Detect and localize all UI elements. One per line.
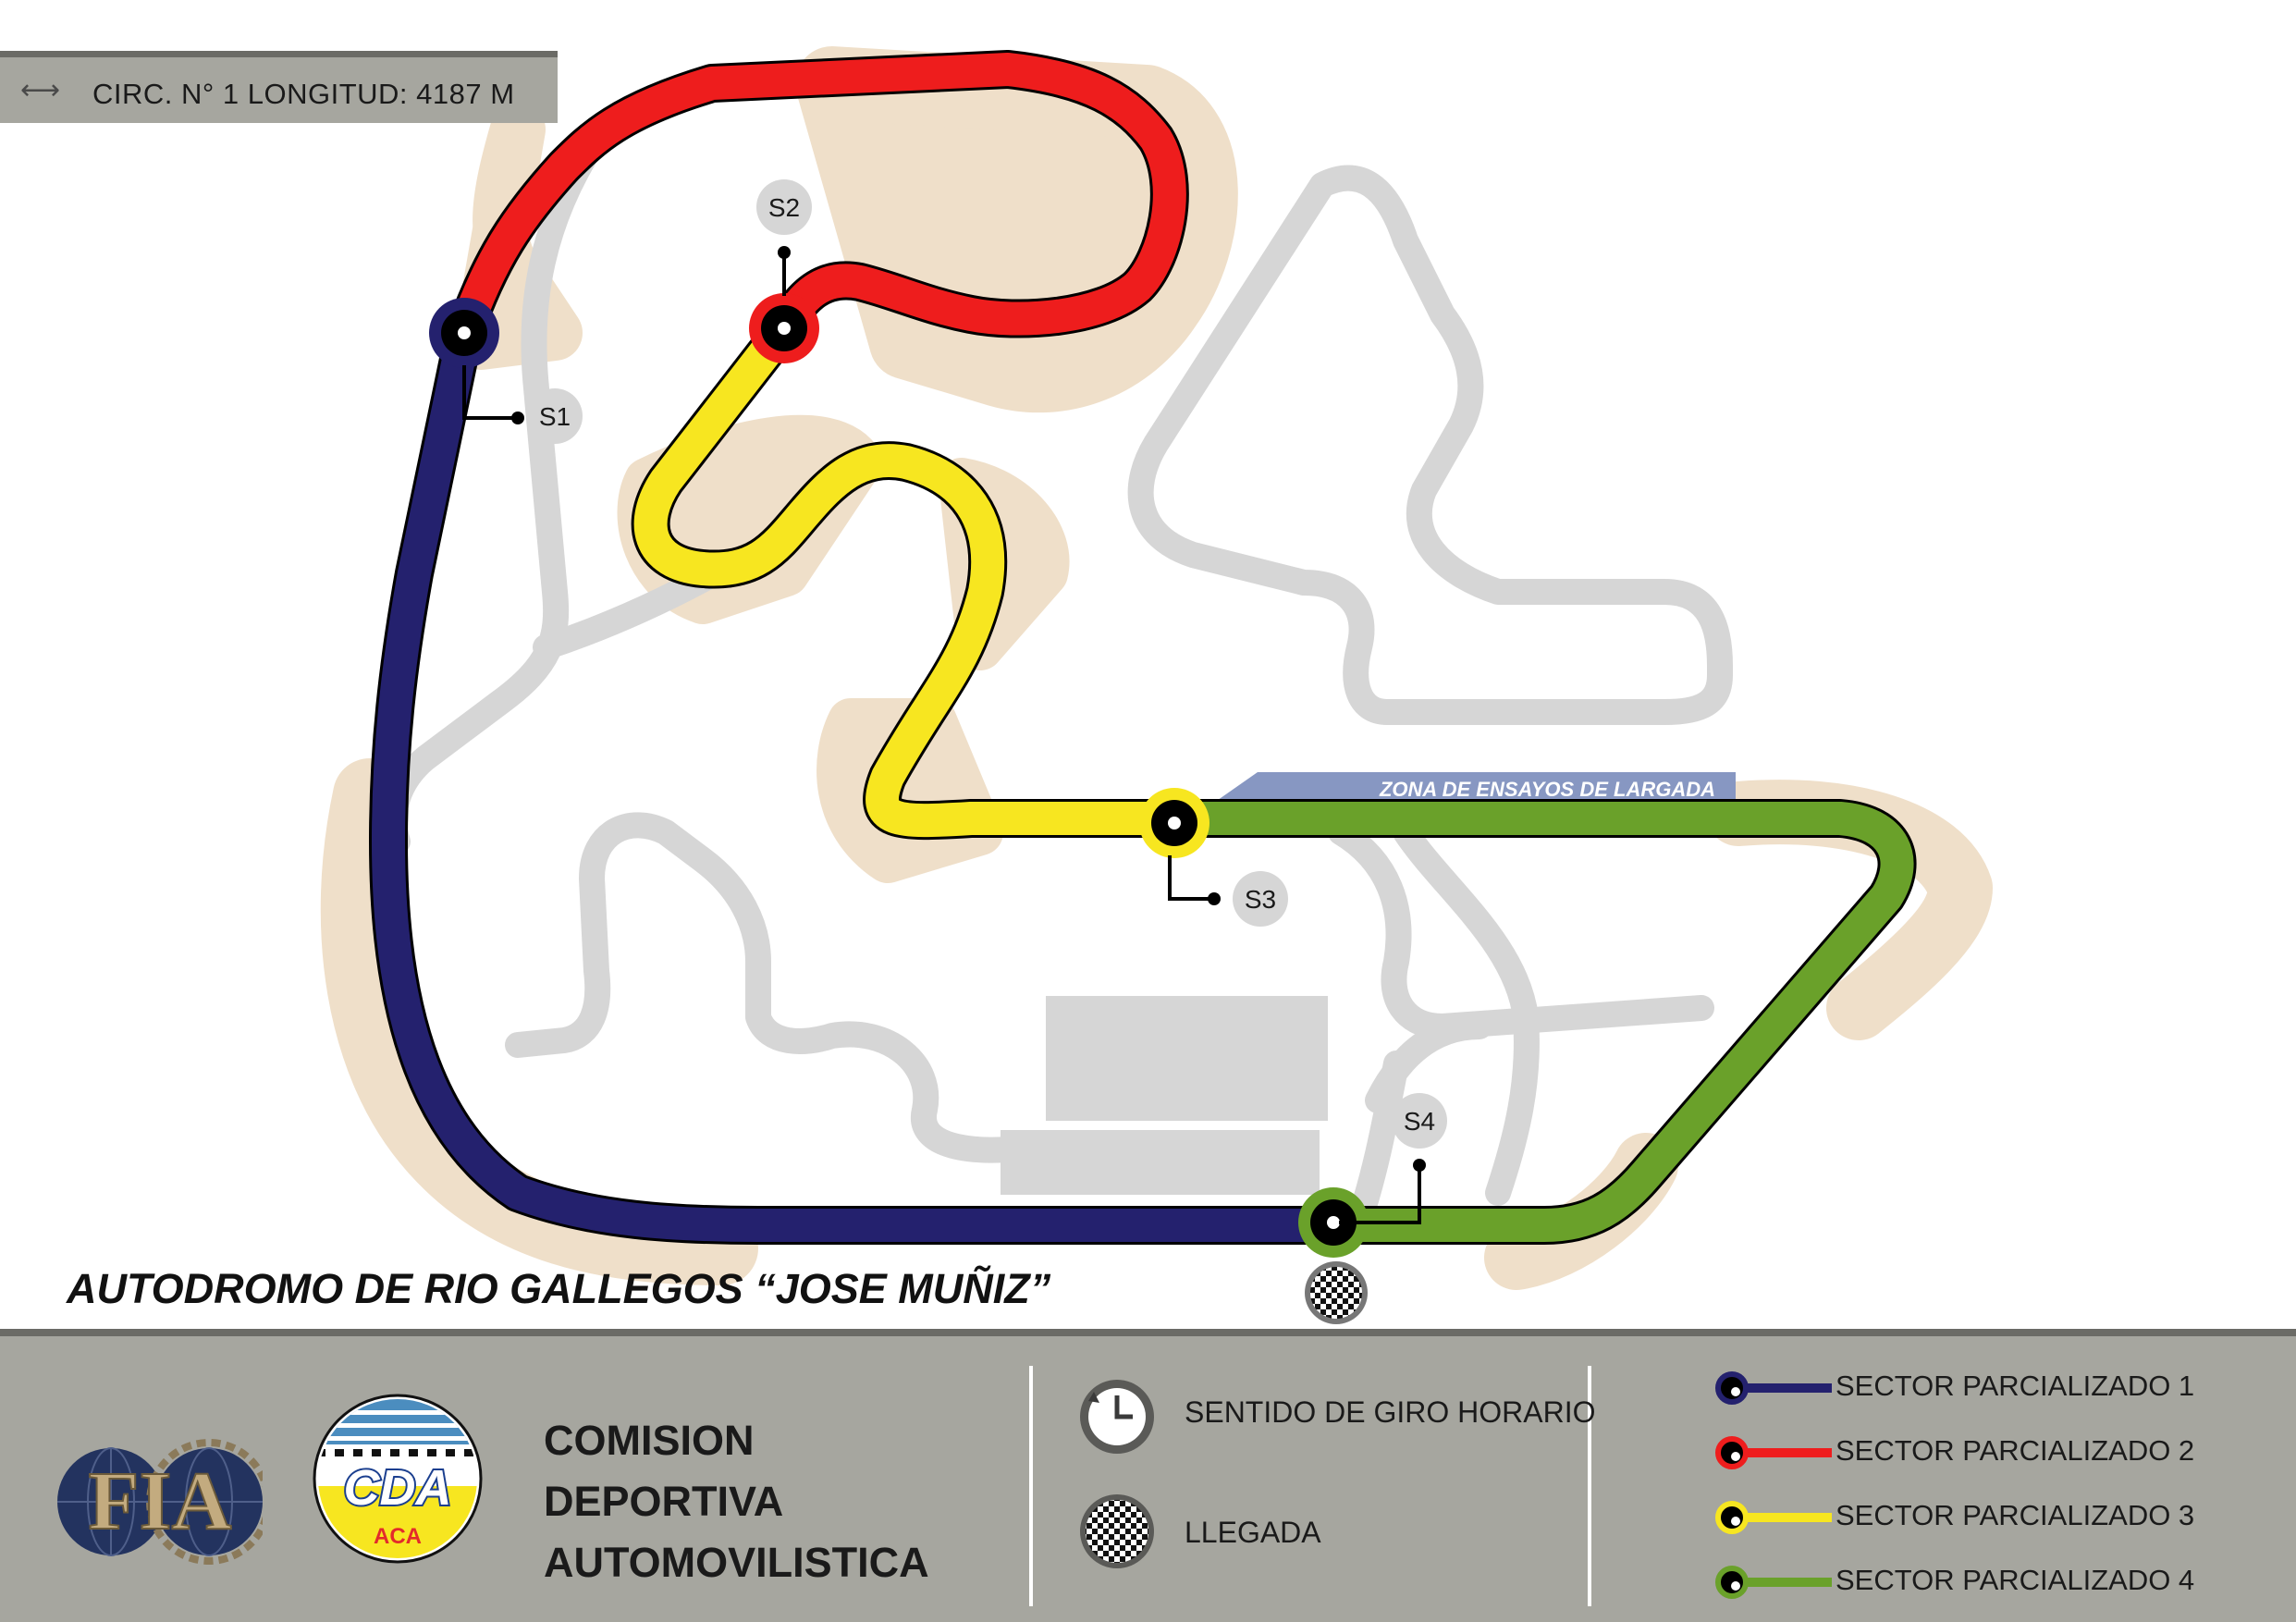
legend-direction-label: SENTIDO DE GIRO HORARIO	[1185, 1395, 1596, 1429]
sector-node-4	[1298, 1187, 1369, 1258]
zone-label: ZONA DE ENSAYOS DE LARGADA	[1379, 778, 1715, 801]
sector-3-swatch	[1715, 1501, 1749, 1534]
sector-4-path	[1155, 799, 1917, 1245]
organization-name: COMISION DEPORTIVA AUTOMOVILISTICA	[544, 1417, 929, 1586]
clockwise-icon	[1080, 1380, 1154, 1454]
sector-1-swatch	[1715, 1371, 1749, 1405]
inactive-track	[381, 140, 1733, 1234]
divider	[1588, 1366, 1591, 1606]
start-practice-zone: ZONA DE ENSAYOS DE LARGADA	[1211, 772, 1736, 805]
footer-panel: FIA CDA ACA COMISION DEPORTIVA AUTOMOVIL…	[0, 1329, 2296, 1622]
sector-4-swatch	[1715, 1566, 1749, 1599]
divider	[1029, 1366, 1033, 1606]
sector-2-path	[445, 50, 1189, 352]
fia-logo: FIA	[57, 1439, 263, 1565]
marker-s1: S1	[539, 402, 571, 431]
sector-node-1	[429, 298, 499, 368]
cda-logo: CDA ACA	[313, 1394, 483, 1564]
cda-logo-text: CDA	[344, 1460, 452, 1516]
double-arrow-icon: ⟷	[20, 75, 61, 105]
aca-logo-text: ACA	[374, 1524, 422, 1549]
finish-flag-icon	[1305, 1261, 1368, 1324]
marker-s2: S2	[768, 193, 800, 222]
sector-3-path	[631, 309, 1194, 841]
paddock-buildings	[1001, 996, 1328, 1195]
marker-s4: S4	[1404, 1107, 1435, 1136]
circuit-length-label: CIRC. N° 1 LONGITUD: 4187 M	[92, 78, 515, 110]
circuit-length-header: ⟷ CIRC. N° 1 LONGITUD: 4187 M	[0, 51, 558, 123]
finish-flag-icon	[1080, 1494, 1154, 1568]
sector-1-path	[369, 313, 1351, 1245]
sector-node-2	[749, 293, 819, 363]
sector-node-3	[1139, 788, 1209, 858]
fia-logo-text: FIA	[89, 1456, 232, 1547]
sector-leaders	[462, 254, 1421, 1224]
sector-2-swatch	[1715, 1436, 1749, 1469]
legend-finish-label: LLEGADA	[1185, 1516, 1321, 1549]
marker-s3: S3	[1245, 885, 1276, 914]
track-title: AUTODROMO DE RIO GALLEGOS “JOSE MUÑIZ”	[67, 1265, 1051, 1312]
